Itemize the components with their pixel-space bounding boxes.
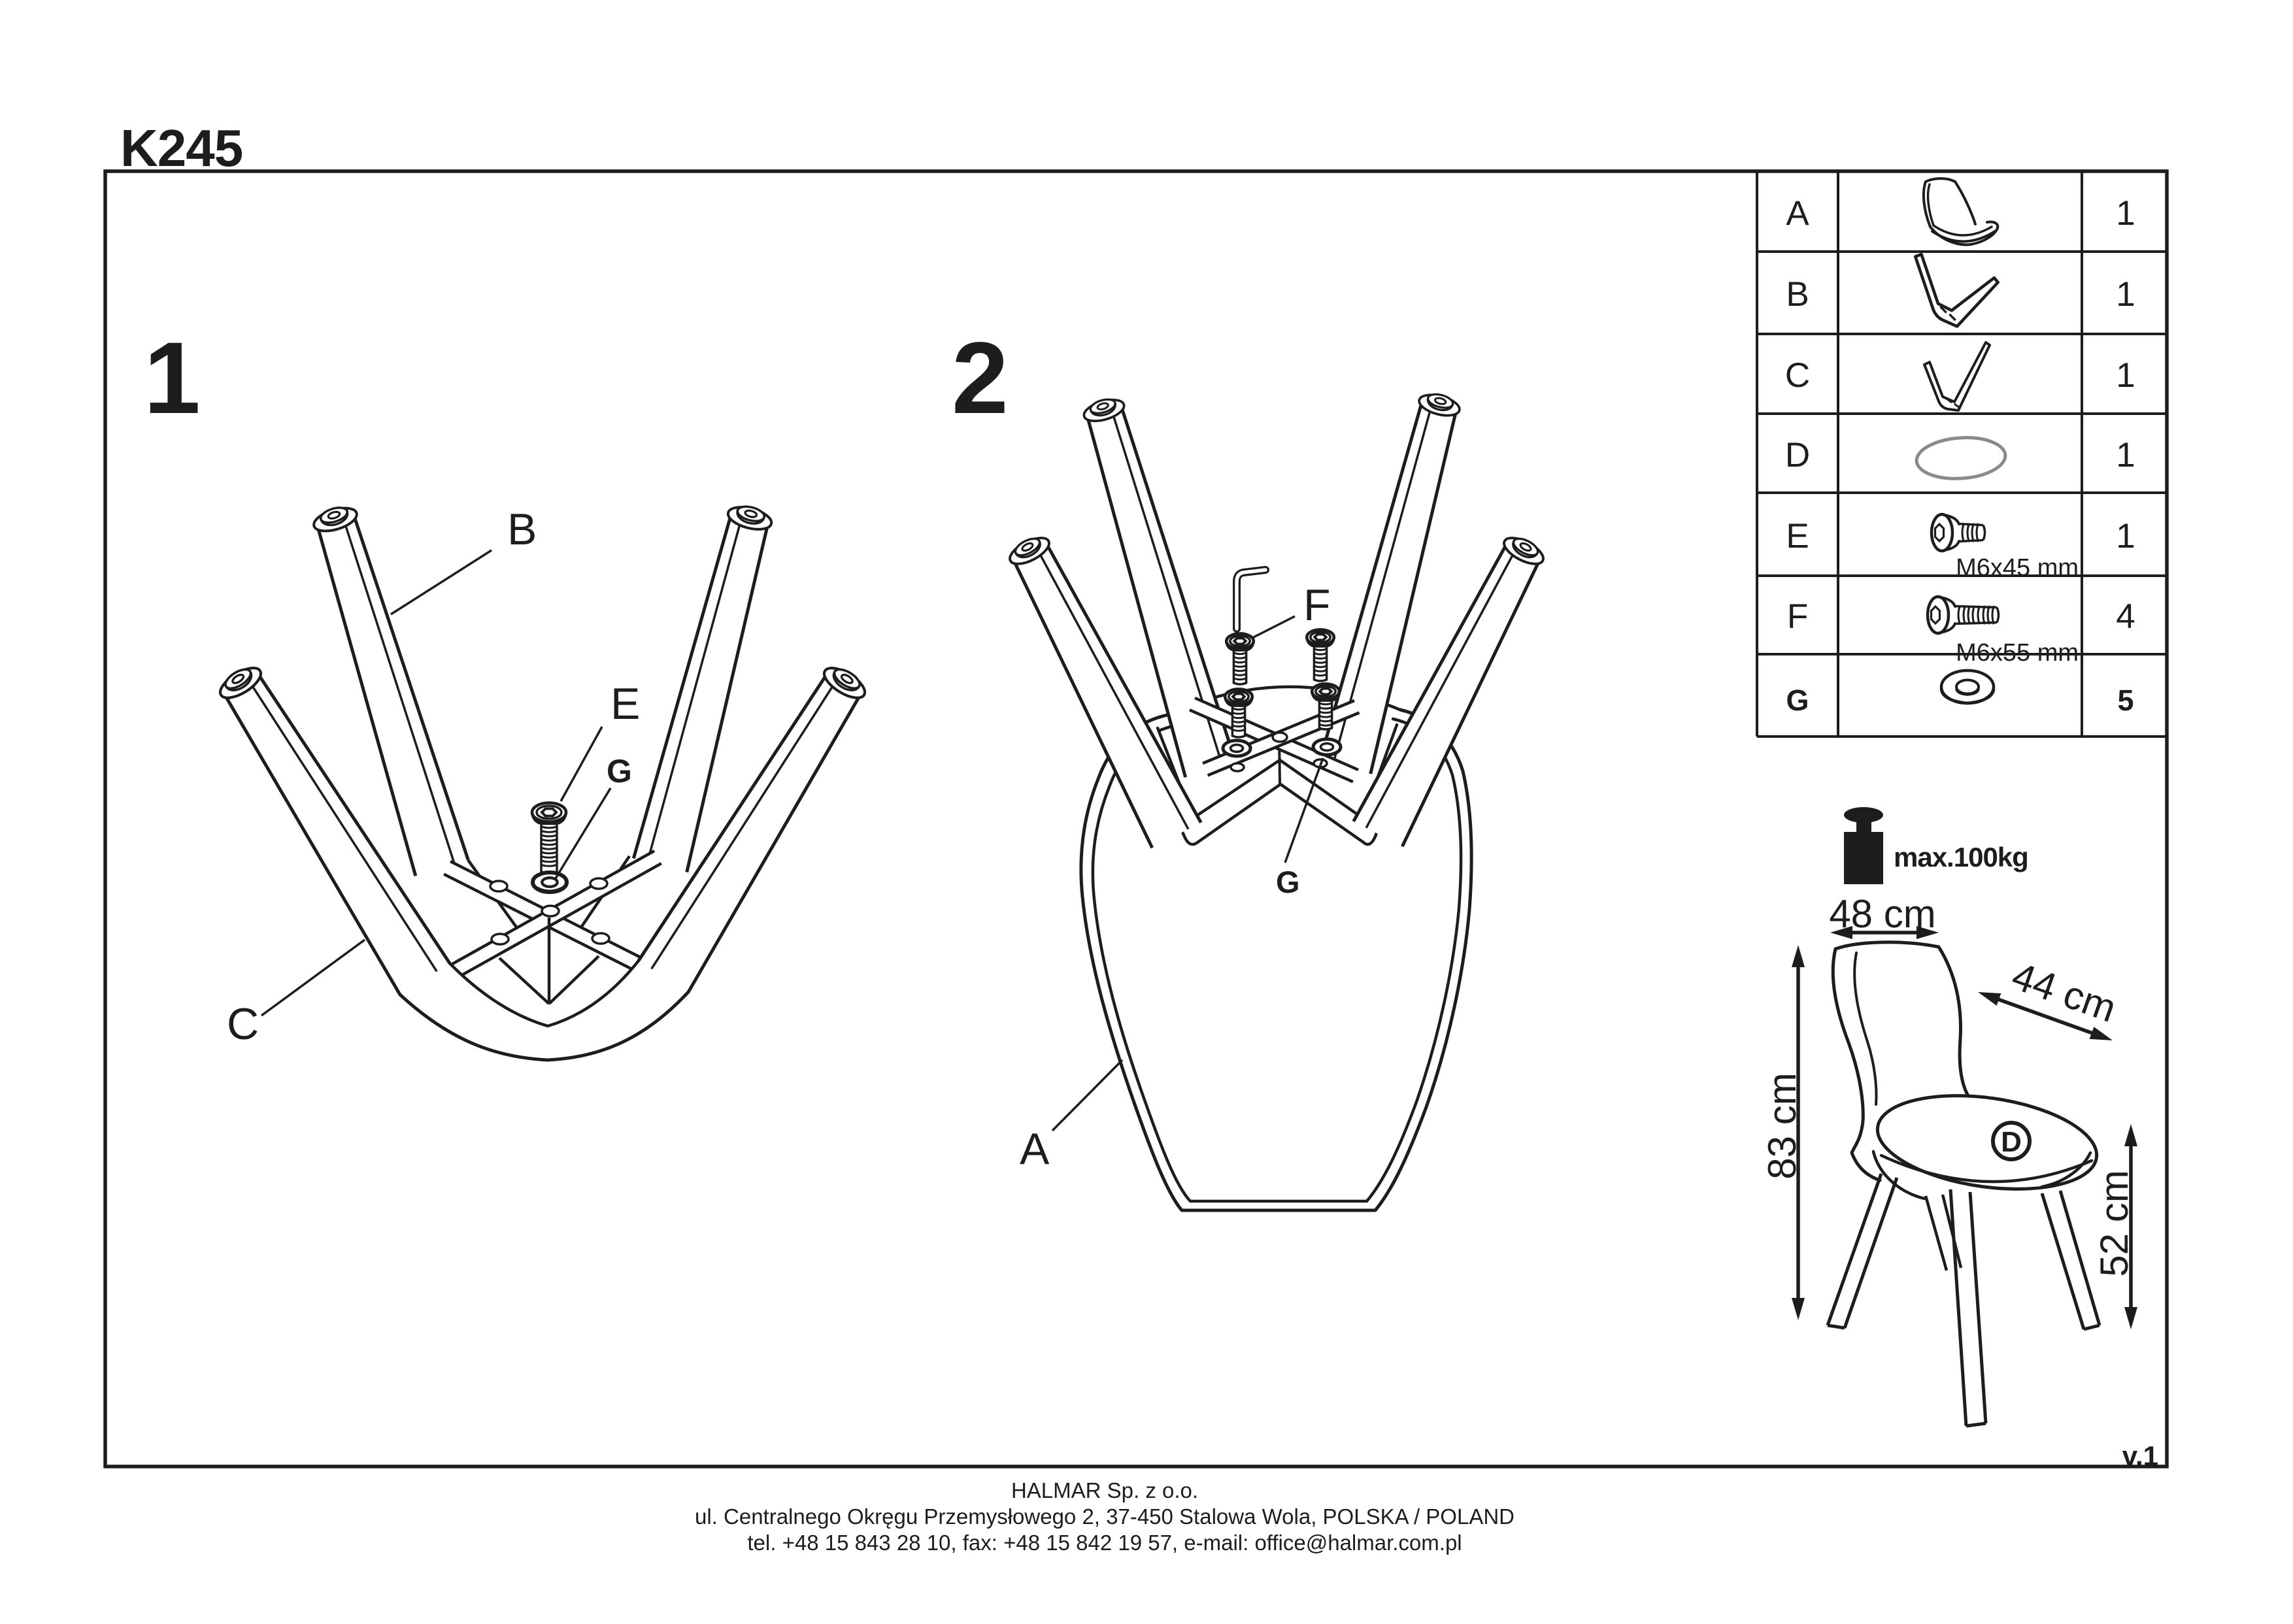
svg-text:G: G: [1786, 684, 1809, 717]
svg-text:C: C: [1785, 356, 1810, 395]
svg-text:C: C: [227, 999, 259, 1049]
svg-text:K245: K245: [120, 119, 243, 177]
svg-text:max.100kg: max.100kg: [1894, 842, 2028, 872]
svg-text:G: G: [1276, 865, 1300, 899]
svg-text:4: 4: [2116, 597, 2135, 636]
svg-text:HALMAR Sp. z o.o.: HALMAR Sp. z o.o.: [1011, 1478, 1198, 1502]
svg-text:1: 1: [2116, 194, 2135, 233]
svg-text:E: E: [1786, 517, 1809, 555]
svg-text:1: 1: [2116, 436, 2135, 474]
svg-text:1: 1: [2116, 356, 2135, 395]
svg-text:D: D: [1785, 436, 1810, 474]
svg-text:52 cm: 52 cm: [2092, 1170, 2136, 1276]
svg-text:G: G: [607, 753, 632, 789]
svg-text:v.1: v.1: [2122, 1440, 2158, 1471]
svg-text:B: B: [507, 505, 537, 554]
svg-text:M6x45 mm: M6x45 mm: [1956, 554, 2079, 582]
svg-text:E: E: [611, 679, 640, 729]
svg-text:ul. Centralnego Okręgu Przemys: ul. Centralnego Okręgu Przemysłowego 2, …: [695, 1504, 1515, 1529]
svg-text:A: A: [1786, 194, 1809, 233]
svg-text:B: B: [1786, 275, 1809, 314]
svg-text:1: 1: [2116, 517, 2135, 555]
svg-text:A: A: [1020, 1124, 1050, 1174]
svg-text:5: 5: [2117, 684, 2134, 717]
svg-text:1: 1: [2116, 275, 2135, 314]
svg-text:D: D: [2001, 1126, 2022, 1158]
svg-text:tel. +48 15 843 28 10, fax: +4: tel. +48 15 843 28 10, fax: +48 15 842 1…: [747, 1531, 1462, 1555]
svg-text:M6x55 mm: M6x55 mm: [1956, 639, 2079, 667]
svg-text:F: F: [1787, 597, 1808, 636]
svg-text:2: 2: [952, 322, 1009, 435]
svg-text:F: F: [1303, 580, 1331, 630]
svg-text:1: 1: [144, 322, 201, 435]
